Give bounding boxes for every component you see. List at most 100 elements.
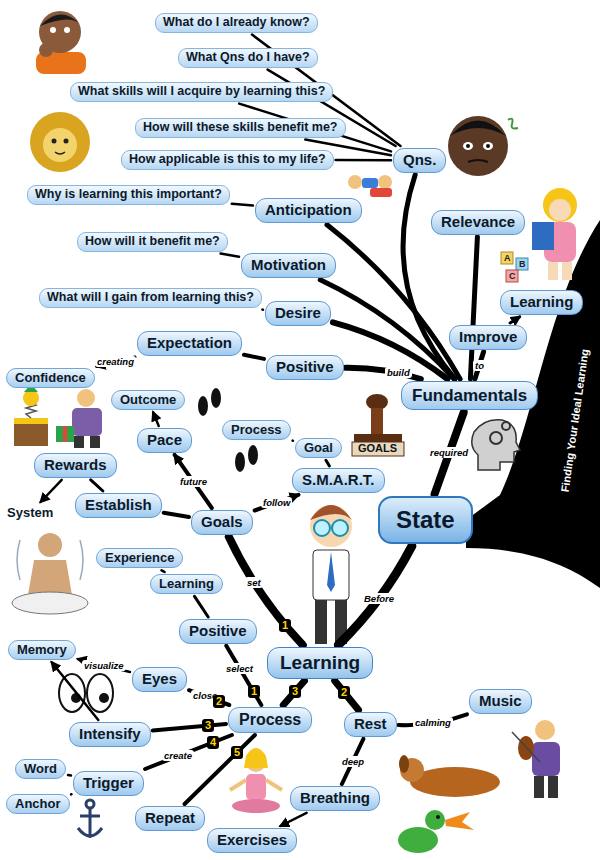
branch-label: build: [385, 367, 412, 378]
topic-pill: Word: [15, 759, 66, 779]
topic-pill: Fundamentals: [401, 381, 538, 410]
node-text: Relevance: [441, 213, 515, 232]
topic-pill: Experience: [96, 548, 183, 568]
topic-pill: Relevance: [431, 210, 525, 235]
question-pill: What skills will I acquire by learning t…: [70, 82, 333, 102]
topic-pill: Trigger: [73, 771, 144, 796]
node-text: Music: [479, 692, 522, 711]
node-text: Exercises: [217, 831, 287, 850]
branch-label: creating: [95, 356, 136, 367]
man-with-gift-figure: [56, 389, 102, 448]
node-text: How will these skills benefit me?: [143, 120, 338, 136]
topic-pill: Breathing: [290, 786, 380, 811]
branch-label: required: [428, 447, 470, 458]
violinist-dog-figure: [399, 720, 560, 798]
node-text: Anchor: [15, 796, 61, 812]
node-text: Trigger: [83, 774, 134, 793]
branch-line: [280, 813, 306, 826]
node-text: Learning: [159, 576, 214, 592]
node-text: Process: [231, 422, 282, 438]
topic-pill: Goals: [191, 510, 253, 535]
branch-line: [68, 774, 71, 777]
goals-stamp: [352, 394, 404, 456]
branch-line: [470, 237, 477, 379]
branch-line: [283, 681, 304, 705]
branch-line: [41, 480, 62, 502]
branch-line: [244, 355, 264, 359]
question-pill: Why is learning this important?: [27, 185, 230, 205]
callout-number: 2: [213, 695, 225, 708]
letter-block: [501, 252, 513, 264]
letter-block: [506, 270, 518, 282]
topic-pill: Memory: [8, 640, 76, 660]
girl-reading-figure: [532, 188, 577, 280]
node-text: Goals: [201, 513, 243, 532]
topic-pill: Rewards: [34, 453, 117, 478]
block-letter: B: [519, 259, 526, 270]
branch-line: [221, 254, 239, 257]
node-text: Establish: [85, 496, 152, 515]
callout-number: 1: [279, 619, 291, 632]
node-text: System: [7, 505, 53, 521]
node-text: Pace: [147, 431, 182, 450]
callout-number: 3: [289, 685, 301, 698]
branch-label: deep: [340, 756, 366, 767]
node-text: Breathing: [300, 789, 370, 808]
branch-line: [70, 793, 73, 796]
topic-pill: Exercises: [207, 828, 297, 853]
topic-pill: Improve: [449, 325, 527, 350]
branch-line: [338, 546, 412, 645]
node-text: Motivation: [251, 256, 326, 275]
node-text: Positive: [189, 622, 247, 641]
topic-pill: Pace: [137, 428, 192, 453]
branch-line: [346, 368, 421, 379]
topic-pill: Anticipation: [255, 198, 362, 223]
branch-line: [91, 480, 103, 491]
callout-number: 4: [207, 736, 219, 749]
branch-label: calming: [413, 717, 453, 728]
topic-pill: Repeat: [135, 806, 205, 831]
branch-line: [175, 455, 212, 508]
callout-number: 3: [202, 719, 214, 732]
question-pill: How will it benefit me?: [77, 232, 228, 252]
branch-line: [145, 735, 232, 769]
branch-line: [162, 570, 165, 572]
node-text: Word: [24, 761, 57, 777]
callout-number: 5: [231, 746, 243, 759]
branch-line: [164, 513, 189, 517]
branch-line: [335, 681, 359, 710]
topic-pill: Eyes: [132, 667, 187, 692]
block-letter: A: [504, 253, 511, 264]
node-text: Rewards: [44, 456, 107, 475]
node-text: S.M.A.R.T.: [302, 471, 375, 490]
branch-label: Before: [362, 593, 396, 604]
head-gears-icon: [472, 420, 520, 470]
topic-pill: Rest: [344, 712, 397, 737]
topic-pill: Music: [469, 689, 532, 714]
question-pill: How will these skills benefit me?: [135, 118, 346, 138]
branch-line: [291, 439, 294, 442]
node-text: Goal: [304, 440, 333, 456]
branch-label: create: [162, 750, 194, 761]
topic-pill: Anchor: [6, 794, 70, 814]
branch-line: [336, 159, 391, 162]
question-pill: What do I already know?: [155, 13, 318, 33]
branch-line: [326, 460, 330, 466]
node-text: What Qns do I have?: [186, 50, 310, 66]
topic-pill: S.M.A.R.T.: [292, 468, 385, 493]
node-text: Anticipation: [265, 201, 352, 220]
topic-pill: Positive: [266, 355, 344, 380]
kids-figure: [348, 175, 392, 197]
node-text: Fundamentals: [412, 385, 527, 406]
node-text: Qns.: [403, 151, 436, 170]
state-box: State: [378, 496, 473, 544]
node-text: Improve: [459, 328, 517, 347]
student-figure: [310, 505, 352, 644]
node-text: Expectation: [147, 334, 232, 353]
topic-pill: Qns.: [393, 148, 446, 173]
topic-pill: Intensify: [69, 722, 151, 747]
topic-pill: Learning: [150, 574, 223, 594]
topic-pill: Goal: [295, 438, 342, 458]
node-text: Why is learning this important?: [35, 187, 222, 203]
node-text: What skills will I acquire by learning t…: [78, 84, 325, 100]
